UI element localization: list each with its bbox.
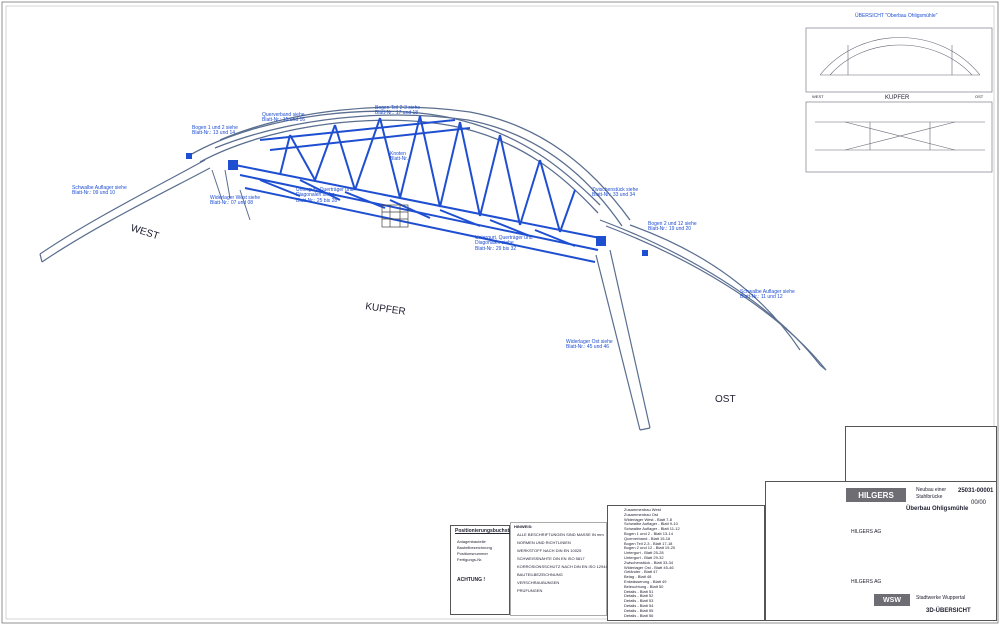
legend-row-4: Fertigungs-Nr. [457, 557, 483, 562]
company-full-1: HILGERS AG [851, 529, 882, 535]
callout-knoten: Knoten Blatt-Nr. [390, 151, 409, 163]
sheet-list-row: Querverband - Blatt 15-16 [624, 535, 671, 541]
callout-untergurt: Untergurt, Querträger und Diagonalen sie… [296, 187, 354, 204]
steel-truss [234, 115, 601, 263]
drawing-scale: 00/00 [971, 500, 987, 506]
west-support [211, 169, 251, 221]
sheet-list-row: Details - Blatt 54 [624, 603, 654, 608]
callout-widerlager-west: Widerlager West siehe Blatt-Nr.: 07 und … [210, 195, 261, 207]
notes-row-7: VERSCHRAUBUNGEN [517, 580, 560, 585]
legend-note-title: ACHTUNG ! [457, 577, 486, 583]
sheet-list-row: Belag - Blatt 48 [624, 574, 652, 580]
overview-kupfer: KUPFER [885, 95, 910, 101]
callout-kragen-top: Bogen Teil 2-3 siehe Blatt-Nr.: 17 und 1… [375, 105, 421, 117]
sheet-list-row: Untergurt - Blatt 25-28 [624, 550, 664, 556]
company-full-2: HILGERS AG [851, 579, 882, 585]
notes-row-1: ALLE BESCHRIFTUNGEN SIND MASSE IN mm [517, 532, 604, 537]
title-block: HILGERS Neubau einer Stahlbrücke Überbau… [765, 481, 997, 621]
sheet-list-row: Schwalbe Auflager - Blatt 9-10 [624, 521, 678, 527]
legend-header: Positionierungsbuchstaben [455, 528, 521, 534]
legend-row-3: Positionsnummer [457, 551, 488, 556]
sheet-title: 3D-ÜBERSICHT [926, 608, 971, 614]
callout-bogen-ost: Bogen 2 und 12 siehe Blatt-Nr.: 19 und 2… [648, 221, 697, 233]
drawing-number: 25031-00001 [958, 488, 994, 494]
notes-row-3: WERKSTOFF NACH DIN EN 10025 [517, 548, 582, 553]
overview-ost: OST [975, 94, 984, 99]
overview-title: ÜBERSICHT "Oberbau Ohligsmühle" [855, 13, 938, 19]
notes-row-6: BAUTEILBEZEICHNUNG [517, 572, 563, 577]
west-approach [39, 159, 211, 263]
callout-schwalbe-ost: Schwalbe Auflager siehe Blatt-Nr.: 11 un… [740, 289, 795, 301]
sheet-list-row: Widerlager West - Blatt 7-8 [624, 516, 672, 522]
sheet-list-row: Widerlager Ost - Blatt 45-46 [624, 564, 674, 570]
callout-obergurt-left: Schwalbe Auflager siehe Blatt-Nr.: 09 un… [72, 185, 127, 197]
sheet-list-row: Details - Blatt 56 [624, 612, 654, 618]
sheet-list-row: Untergurt - Blatt 29-32 [624, 555, 664, 560]
sheet-list-row: Zusammenbau West [624, 507, 661, 512]
project-line-1: Neubau einer [916, 487, 947, 493]
sheet-list-row: Bogen Teil 2-3 - Blatt 17-18 [624, 540, 673, 546]
sheet-list-row: Schwalbe Auflager - Blatt 11-12 [624, 526, 680, 532]
sheet-list-row: Details - Blatt 52 [624, 593, 654, 599]
sheet-list-row: Details - Blatt 51 [624, 588, 654, 594]
sheet-list-row: Zusammenbau Ost [624, 511, 659, 517]
project-name: Überbau Ohligsmühle [906, 506, 969, 512]
legend-row-1: Anlagenbauteile [457, 539, 486, 544]
sheet-list-row: Bogen 1 und 2 - Blatt 13-14 [624, 531, 673, 536]
notes-heading: HINWEIS: [514, 524, 533, 529]
notes-row-2: NORMEN UND RICHTLINIEN [517, 540, 571, 545]
notes-row-8: PRÜFUNGEN [517, 588, 543, 593]
client-text: Stadtwerke Wuppertal [916, 595, 966, 601]
sheet-list-row: Entwässerung - Blatt 49 [624, 579, 667, 584]
east-approach [599, 219, 827, 371]
east-support-leg [595, 249, 651, 431]
center-bearing [381, 204, 409, 228]
callout-querverband: Querverband siehe Blatt-Nr.: 15 und 16 [262, 112, 306, 124]
callout-widerlager-ost: Widerlager Ost siehe Blatt-Nr.: 45 und 4… [566, 339, 613, 351]
legend-row-2: Bauteilbezeichnung [457, 545, 492, 550]
sheet-list-row: Beleuchtung - Blatt 50 [624, 583, 664, 589]
company-logo: HILGERS [846, 488, 906, 502]
company-name: HILGERS [858, 490, 894, 500]
overview-elevation [805, 27, 993, 93]
revision-table [845, 426, 997, 484]
callout-untergurt-right: Untergurt, Querträger und Diagonalen sie… [475, 235, 533, 252]
client-logo: WSW [874, 594, 910, 606]
main-arch [189, 106, 631, 227]
truss-nodes [186, 153, 648, 256]
overview-plan [805, 101, 993, 173]
sheet-list-row: Geländer - Blatt 47 [624, 569, 658, 575]
notes-row-4: SCHWEISSNÄHTE DIN EN ISO 5817 [517, 556, 585, 561]
sheet-list-row: Zwischenstück - Blatt 33-34 [624, 559, 674, 565]
label-ost: OST [715, 394, 736, 405]
legend-box: Positionierungsbuchstaben Anlagenbauteil… [450, 525, 521, 615]
overview-west: WEST [812, 94, 824, 99]
project-line-2: Stahlbrücke [916, 494, 943, 500]
sheet-list-row: Details - Blatt 55 [624, 607, 654, 613]
sheet-list-row: Details - Blatt 53 [624, 598, 654, 604]
callout-bogen-west: Bogen 1 und 2 siehe Blatt-Nr.: 13 und 14 [192, 125, 238, 137]
sheet-list-row: Bogen 2 und 12 - Blatt 19-20 [624, 545, 676, 551]
callout-zwischen-right: Zwischenstück siehe Blatt-Nr.: 33 und 34 [592, 187, 639, 199]
notes-row-5: KORROSIONSSCHUTZ NACH DIN EN ISO 12944 [517, 564, 608, 569]
notes-block: HINWEIS: ALLE BESCHRIFTUNGEN SIND MASSE … [510, 522, 608, 616]
client-logo-text: WSW [883, 596, 901, 604]
